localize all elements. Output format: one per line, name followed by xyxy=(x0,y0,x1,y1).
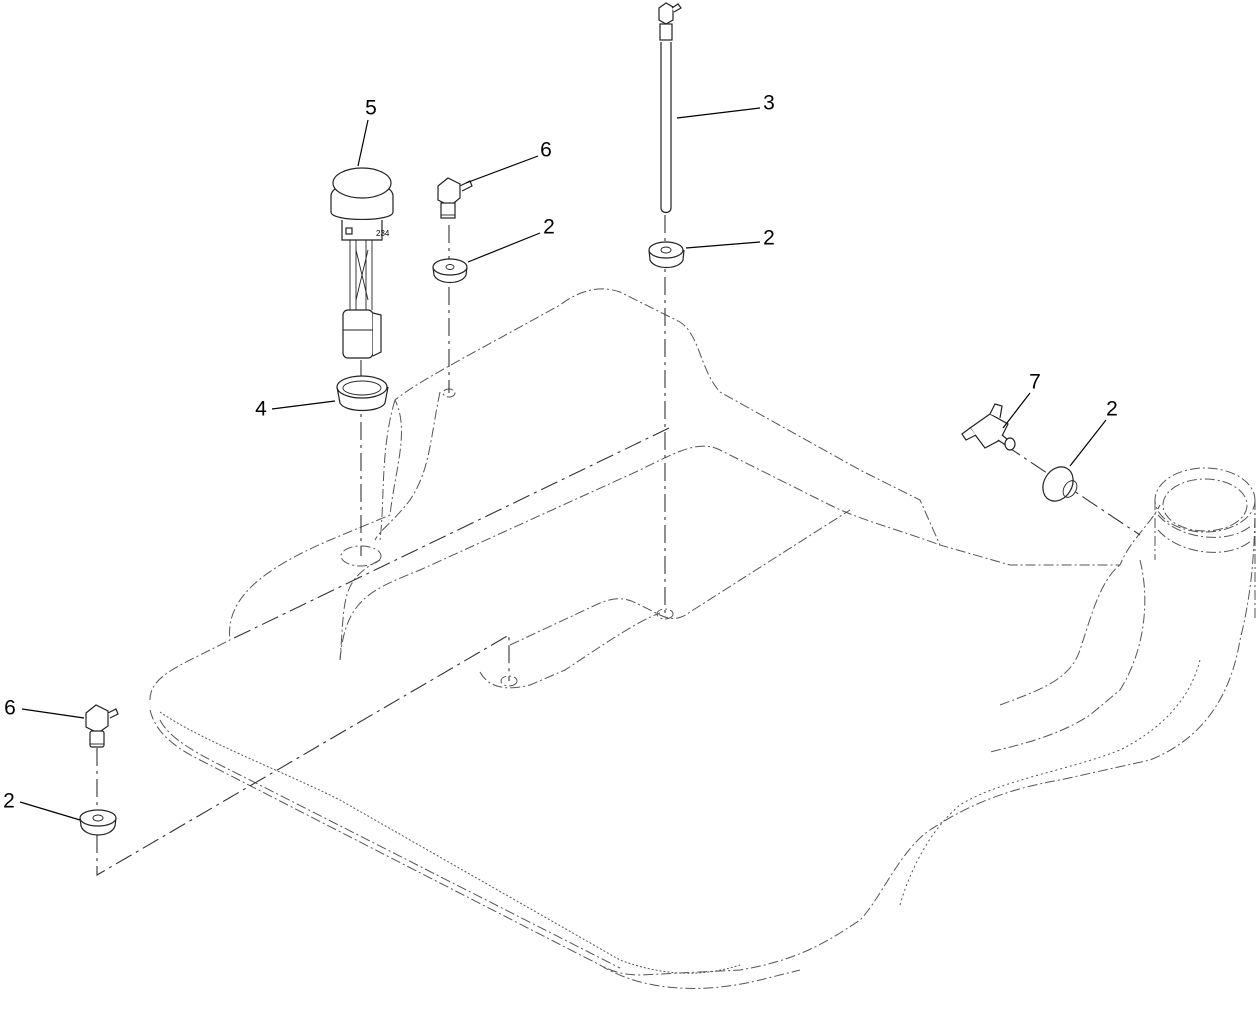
callout-6-elbow-fitting: 6 xyxy=(540,138,552,162)
fuel-gauge-sender: 234 xyxy=(330,167,394,359)
callout-2-grommet: 2 xyxy=(543,215,555,239)
pickup-port xyxy=(656,608,674,620)
callout-2-grommet: 2 xyxy=(763,226,775,250)
tee-fitting xyxy=(961,403,1016,451)
callout-5-fuel-gauge-sender: 5 xyxy=(365,96,377,120)
elbow-fitting-upper xyxy=(437,177,473,219)
callout-2-grommet: 2 xyxy=(3,789,15,813)
grommet-right xyxy=(1042,466,1078,502)
grommet-lower-left xyxy=(79,809,117,836)
callout-2-grommet: 2 xyxy=(1106,397,1118,421)
fuel-pickup-tube xyxy=(658,2,682,214)
callout-7-tee-fitting: 7 xyxy=(1029,370,1041,394)
callout-6-elbow-fitting: 6 xyxy=(4,696,16,720)
fuel-tank-outline xyxy=(149,288,1256,989)
vent-port-lower xyxy=(500,675,518,687)
callout-leaders xyxy=(19,107,1107,821)
gauge-marking: 234 xyxy=(376,229,390,238)
assembly-centerlines xyxy=(96,215,1141,876)
gauge-grommet xyxy=(336,375,389,412)
grommet-center xyxy=(648,241,685,269)
elbow-fitting-lower xyxy=(85,704,119,748)
filler-neck xyxy=(1154,467,1256,620)
callout-4-gauge-grommet: 4 xyxy=(255,397,267,421)
grommet-upper-left xyxy=(432,258,468,284)
callout-3-fuel-pickup-tube: 3 xyxy=(763,91,775,115)
